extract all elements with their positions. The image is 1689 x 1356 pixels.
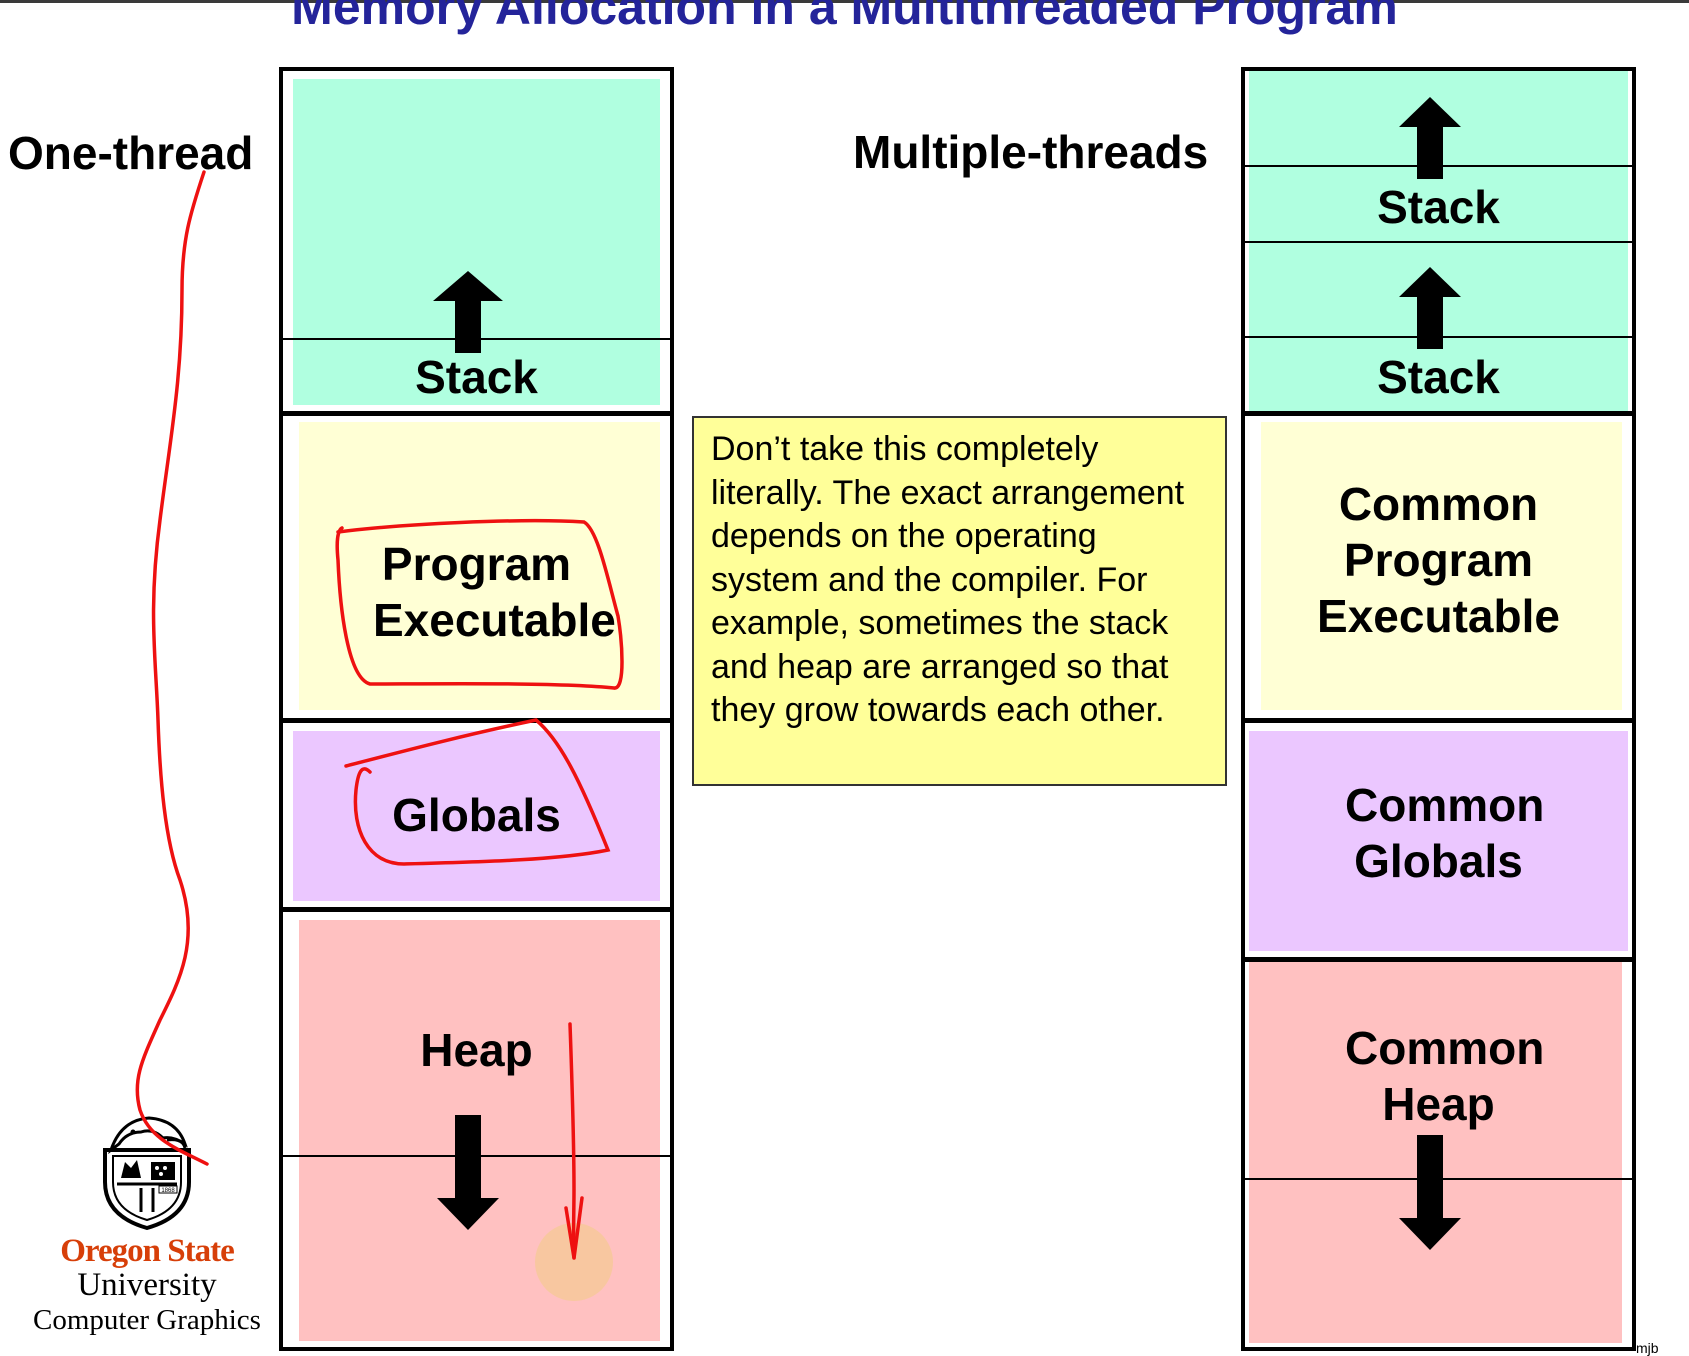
thread-stack-region: Stack [1245, 71, 1632, 241]
common-globals-region: Common Globals [1245, 723, 1632, 957]
region-divider [1245, 718, 1632, 723]
arrow-down-icon [437, 1115, 499, 1230]
common-globals-label: Common Globals [1345, 779, 1545, 887]
program-executable-region: Program Executable [283, 416, 670, 718]
arrow-up-icon [1399, 97, 1461, 179]
heap-region: Heap [283, 912, 670, 1347]
stack-separator [1245, 241, 1632, 243]
thread-stack-label: Stack [1377, 181, 1500, 233]
region-divider [1245, 411, 1632, 416]
common-program-executable-region: Common Program Executable [1245, 416, 1632, 718]
program-executable-label: Program Executable [373, 538, 616, 646]
multiple-threads-heading: Multiple-threads [853, 126, 1209, 178]
annotation-wavy-line [135, 170, 209, 1166]
region-divider [283, 718, 670, 723]
heap-label: Heap [420, 1024, 533, 1076]
osu-university: University [77, 1267, 217, 1303]
arrow-up-icon [433, 271, 503, 353]
thread-stack-region: Stack [1245, 243, 1632, 411]
common-heap-region: Common Heap [1245, 962, 1632, 1347]
stack-region: Stack [283, 71, 670, 411]
thread-stack-label: Stack [1377, 351, 1500, 403]
computer-graphics-label: Computer Graphics [33, 1304, 261, 1336]
beaver-seal-icon: 1868 [103, 1116, 191, 1230]
osu-logo: 1868 Oregon State University Computer Gr… [16, 1112, 278, 1338]
top-edge [0, 0, 1689, 3]
arrow-down-icon [1399, 1135, 1461, 1250]
region-divider [283, 907, 670, 912]
osu-name: Oregon State [60, 1233, 234, 1269]
globals-label: Globals [392, 789, 561, 841]
one-thread-heading: One-thread [8, 127, 254, 179]
region-divider [1245, 957, 1632, 962]
one-thread-memory-column: Stack Program Executable Globals Heap [279, 67, 674, 1351]
common-heap-label: Common Heap [1345, 1022, 1545, 1130]
arrow-up-icon [1399, 267, 1461, 349]
common-program-executable-label: Common Program Executable [1317, 478, 1560, 642]
region-divider [283, 411, 670, 416]
svg-text:1868: 1868 [161, 1188, 175, 1194]
multi-thread-memory-column: Stack Stack Common Program Executable Co… [1241, 67, 1636, 1351]
slide-title: Memory Allocation in a Multithreaded Pro… [291, 0, 1398, 35]
author-initials: mjb [1636, 1340, 1659, 1356]
explanation-note: Don’t take this completely literally. Th… [692, 416, 1227, 786]
stack-label: Stack [415, 351, 538, 403]
globals-region: Globals [283, 723, 670, 907]
